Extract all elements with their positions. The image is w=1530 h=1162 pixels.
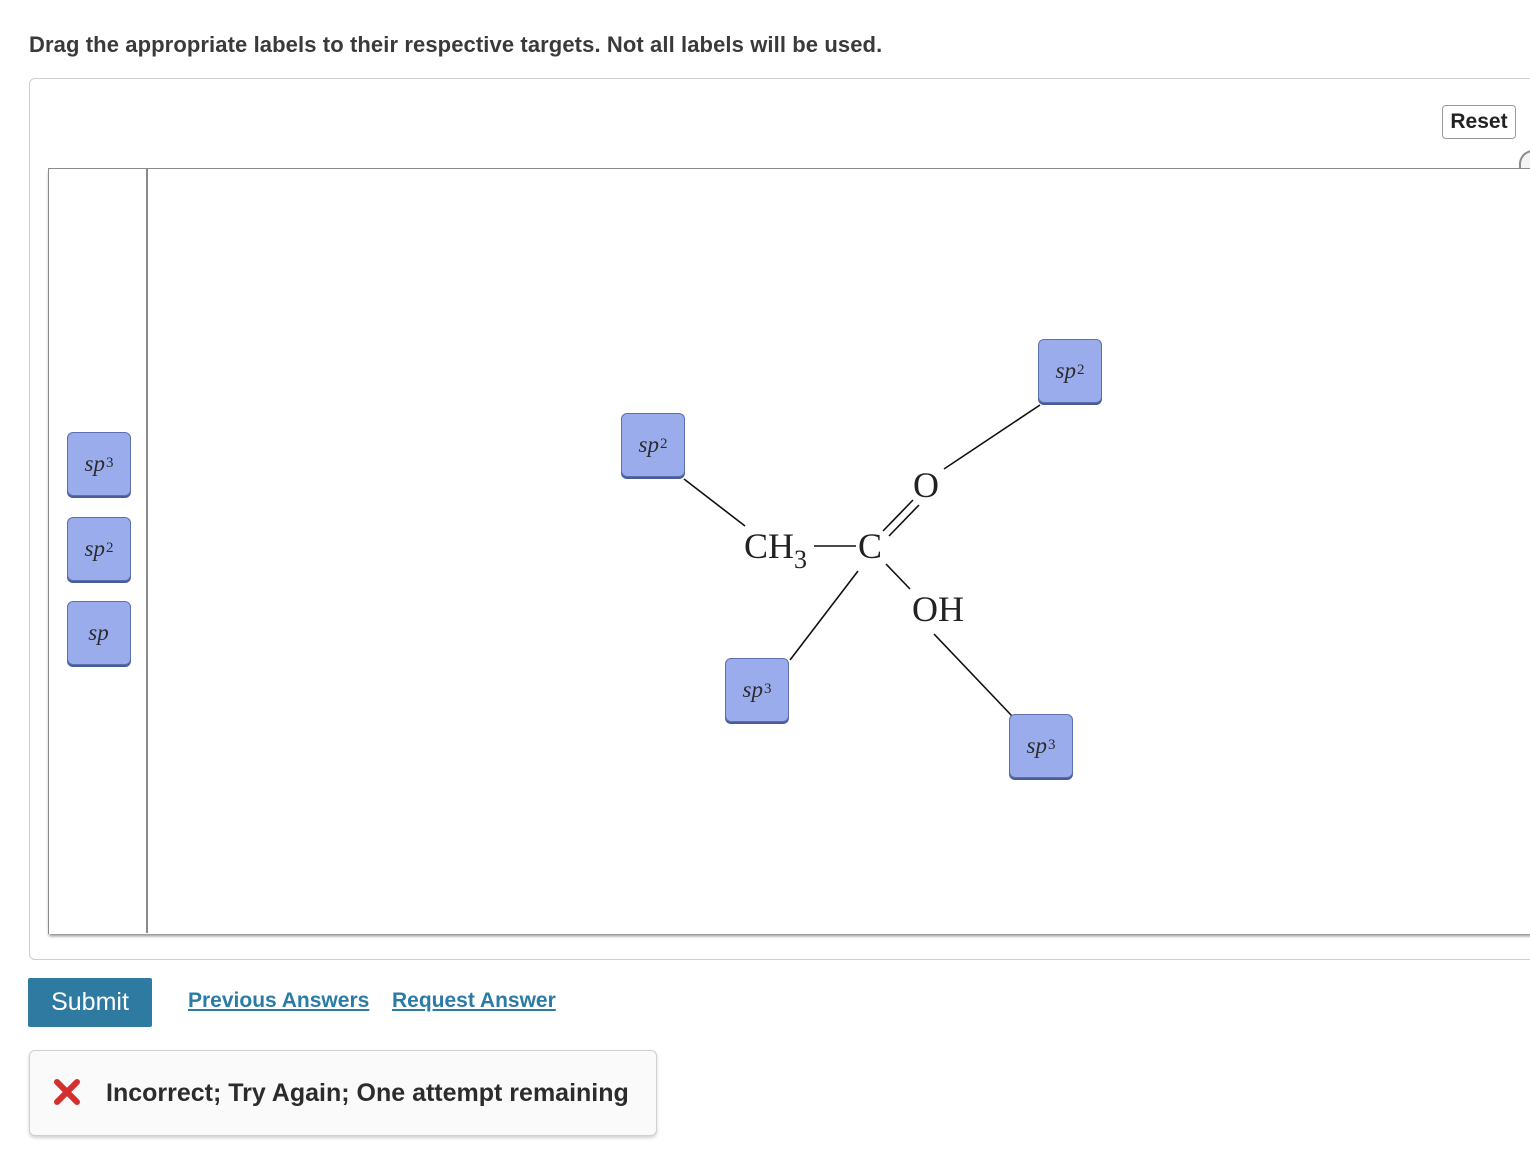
label-exponent: 3 bbox=[105, 454, 114, 471]
label-exponent: 2 bbox=[1076, 361, 1085, 378]
previous-answers-link[interactable]: Previous Answers bbox=[188, 989, 370, 1012]
instructions-text: Drag the appropriate labels to their res… bbox=[29, 32, 883, 57]
label-exponent: 2 bbox=[659, 435, 668, 452]
error-x-icon bbox=[54, 1079, 80, 1105]
label-exponent: 3 bbox=[763, 680, 772, 697]
label-base: sp bbox=[1055, 358, 1076, 383]
label-base: sp bbox=[84, 536, 105, 561]
label-base: sp bbox=[88, 620, 109, 645]
bank-label-sp[interactable]: sp bbox=[67, 601, 131, 665]
reset-button[interactable]: Reset bbox=[1442, 105, 1516, 139]
label-exponent: 3 bbox=[1047, 736, 1056, 753]
feedback-box: Incorrect; Try Again; One attempt remain… bbox=[29, 1050, 657, 1136]
request-answer-link[interactable]: Request Answer bbox=[392, 989, 556, 1012]
label-base: sp bbox=[638, 432, 659, 457]
label-base: sp bbox=[742, 677, 763, 702]
label-base: sp bbox=[1026, 733, 1047, 758]
submit-button[interactable]: Submit bbox=[28, 978, 152, 1027]
label-base: sp bbox=[84, 451, 105, 476]
feedback-message: Incorrect; Try Again; One attempt remain… bbox=[106, 1079, 629, 1107]
label-exponent: 2 bbox=[105, 539, 114, 556]
